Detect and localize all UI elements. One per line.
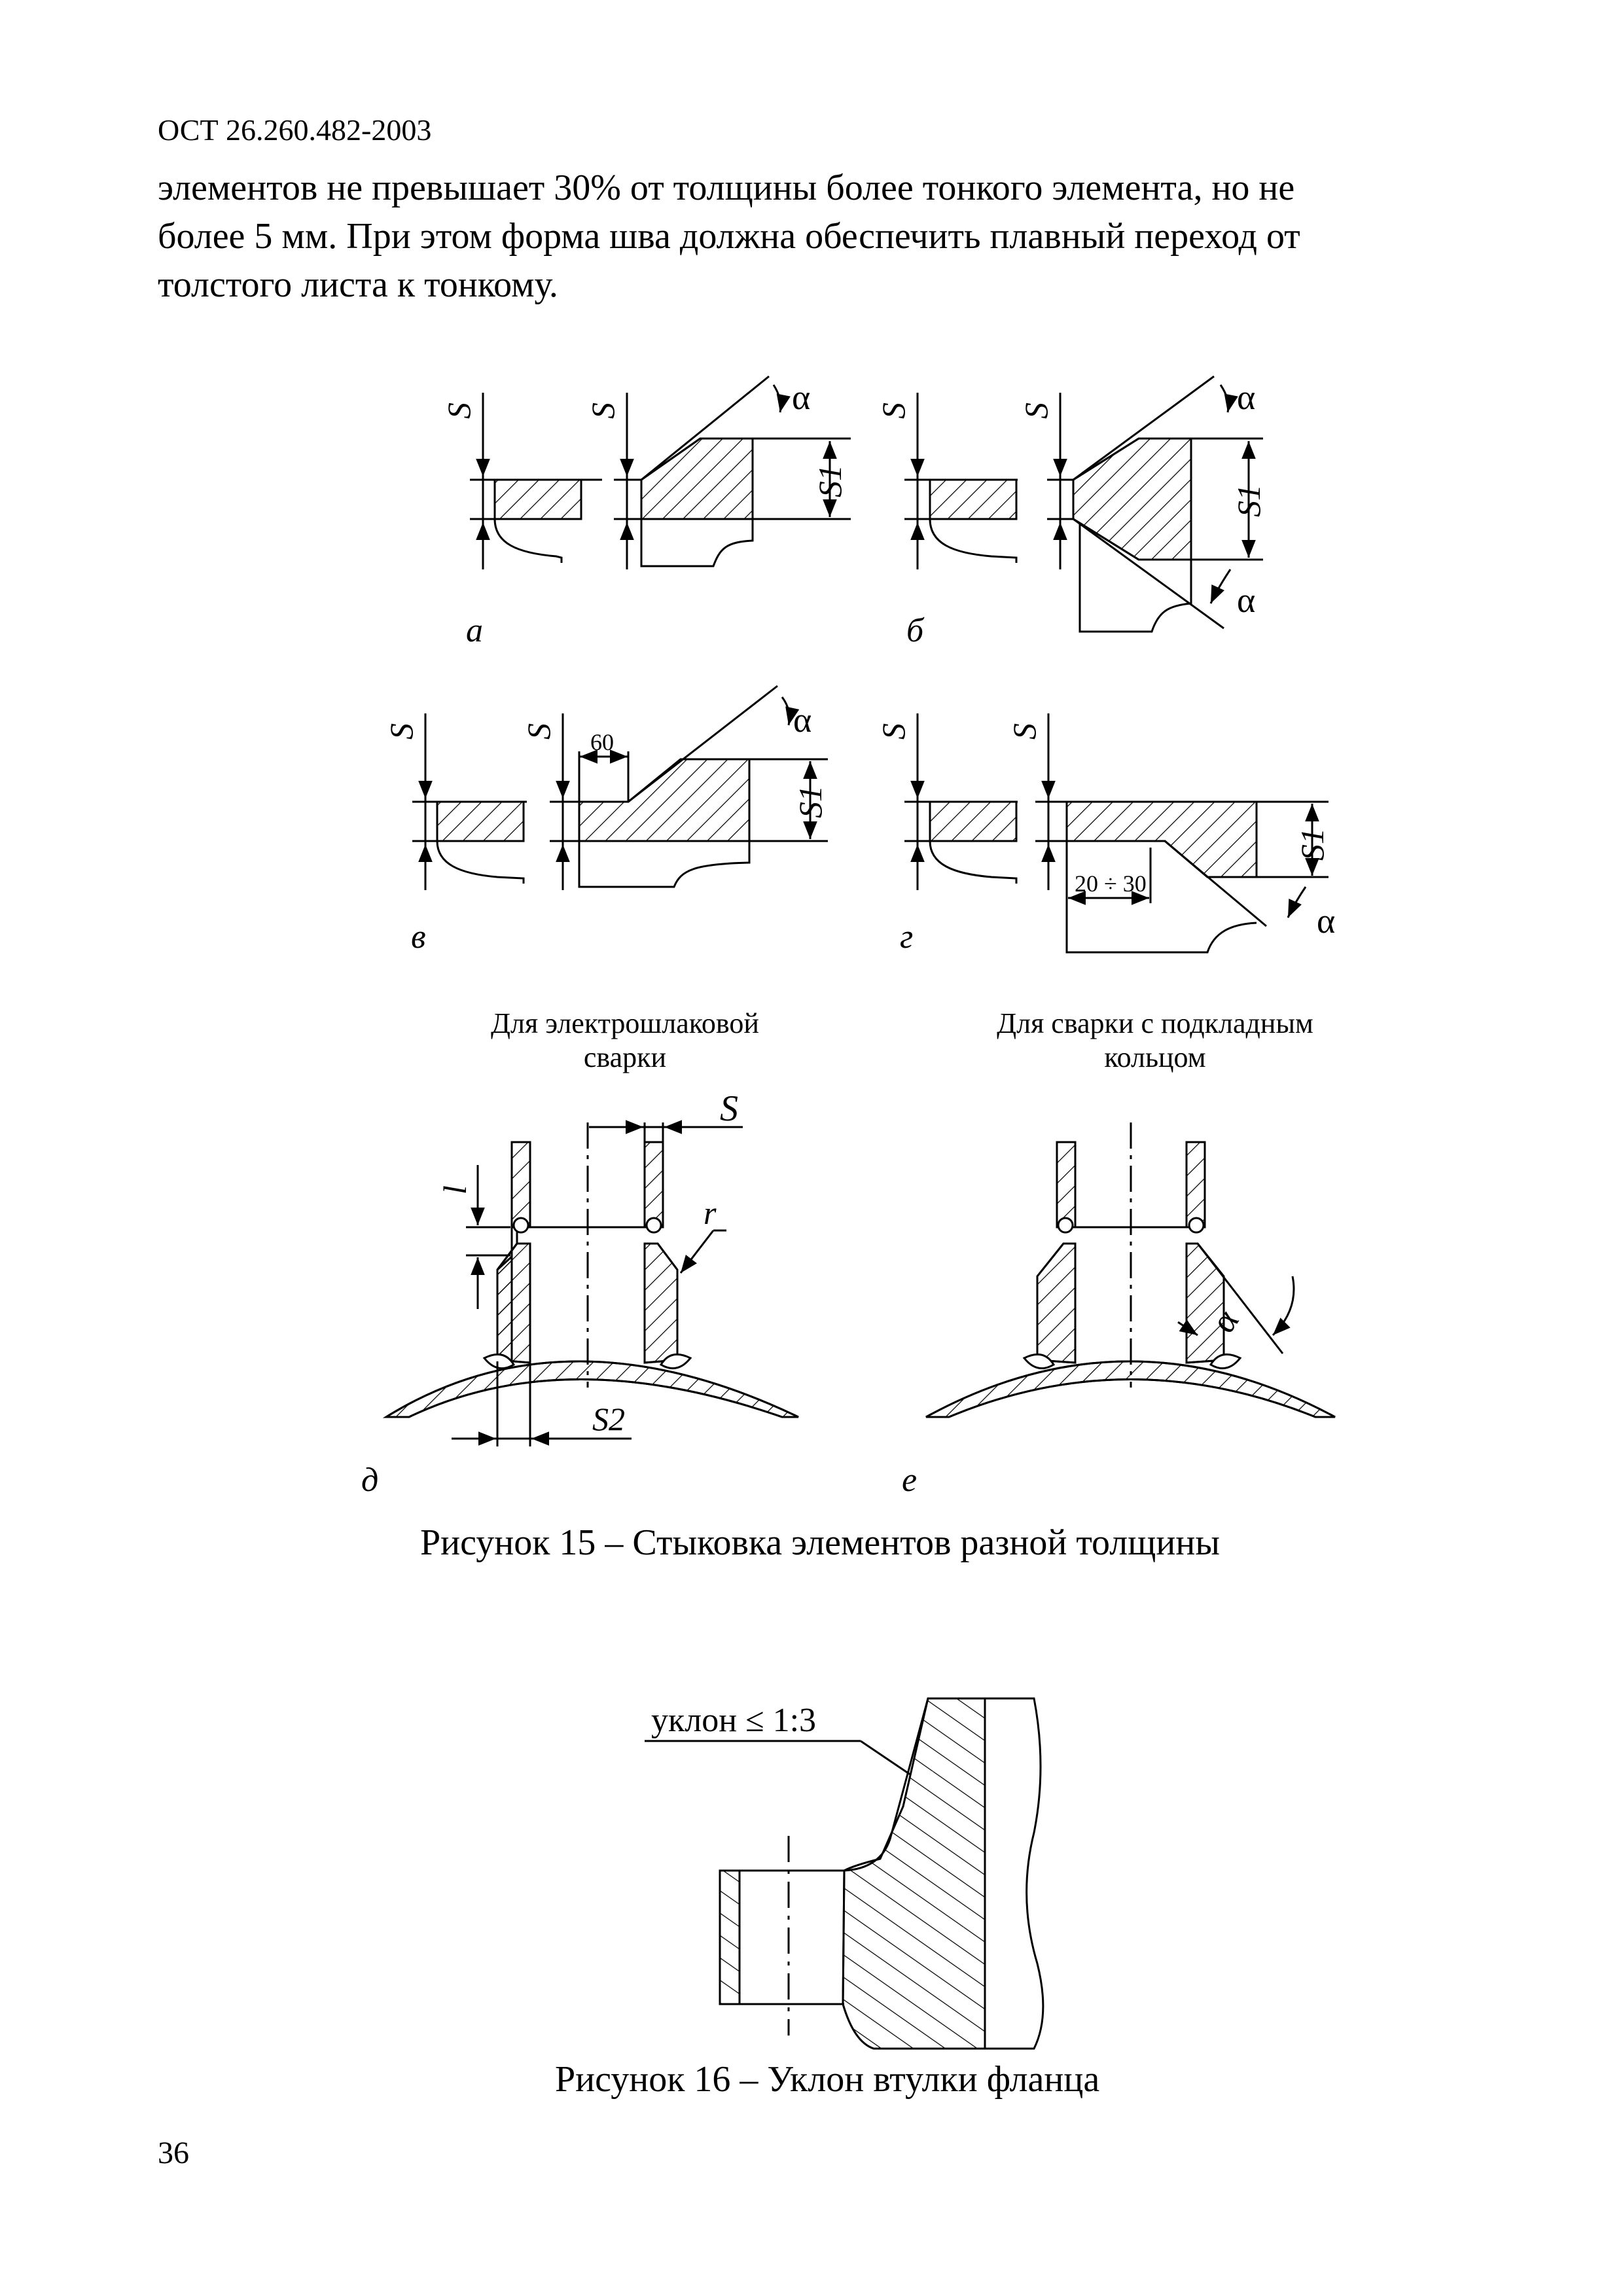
label-S: S: [383, 723, 419, 740]
label-alpha: α: [1237, 378, 1255, 417]
page-number: 36: [158, 2136, 189, 2170]
fig15-d-nozzle: [382, 1120, 799, 1446]
note-electroslag-1: Для электрошлаковой: [491, 1007, 759, 1039]
label-S: S: [875, 723, 912, 740]
sub-label-v: в: [411, 918, 426, 956]
fig15-e-nozzle: [925, 1122, 1336, 1418]
label-alpha: α: [1317, 901, 1335, 941]
figure-16-caption: Рисунок 16 – Уклон втулки фланца: [555, 2059, 1100, 2100]
slope-label: уклон ≤ 1:3: [651, 1702, 816, 1739]
paragraph-line-3: толстого листа к тонкому.: [158, 264, 558, 305]
label-S2: S2: [592, 1401, 625, 1437]
fig15-g-thick-plate: [1035, 713, 1329, 954]
label-r: r: [704, 1194, 717, 1231]
paragraph-line-1: элементов не превышает 30% от толщины бо…: [158, 168, 1295, 208]
sub-label-d: д: [361, 1462, 378, 1499]
label-S1: S1: [1294, 828, 1330, 861]
sub-label-e: е: [902, 1462, 917, 1499]
label-S: S: [1018, 403, 1054, 419]
label-S: S: [584, 403, 621, 419]
document-header: ОСТ 26.260.482-2003: [158, 113, 432, 147]
note-backing-ring-1: Для сварки с подкладным: [997, 1007, 1313, 1039]
label-S: S: [440, 403, 477, 419]
label-alpha: α: [793, 700, 812, 740]
label-S: S: [875, 403, 912, 419]
body-paragraph: элементов не превышает 30% от толщины бо…: [158, 164, 1454, 309]
sub-label-b: б: [906, 612, 925, 649]
label-l: l: [437, 1185, 473, 1194]
label-alpha: α: [1237, 581, 1255, 620]
note-electroslag-2: сварки: [584, 1041, 666, 1073]
dim-20-30: 20 ÷ 30: [1075, 870, 1147, 897]
label-S: S: [720, 1088, 738, 1129]
label-S: S: [520, 723, 557, 740]
fig15-a-thick-plate: [614, 375, 851, 569]
fig15-v-thin-plate: [412, 713, 527, 890]
dim-60: 60: [590, 729, 614, 755]
fig16-flange: [645, 1697, 1044, 2050]
sub-label-g: г: [900, 918, 913, 956]
label-alpha: α: [792, 378, 810, 417]
fig15-b-thick-plate: [1047, 375, 1263, 633]
figure-15-caption: Рисунок 15 – Стыковка элементов разной т…: [420, 1522, 1220, 1563]
label-S1: S1: [792, 785, 829, 818]
fig15-g-thin-plate: [904, 713, 1018, 890]
label-S: S: [1006, 723, 1043, 740]
label-S1: S1: [1230, 484, 1267, 517]
label-S1: S1: [812, 465, 848, 497]
paragraph-line-2: более 5 мм. При этом форма шва должна об…: [158, 216, 1300, 257]
fig15-b-thin-plate: [904, 393, 1018, 569]
fig15-v-thick-plate: [550, 685, 828, 890]
fig15-a-thin-plate: [470, 393, 602, 569]
note-backing-ring-2: кольцом: [1104, 1041, 1205, 1073]
sub-label-a: а: [466, 612, 483, 649]
